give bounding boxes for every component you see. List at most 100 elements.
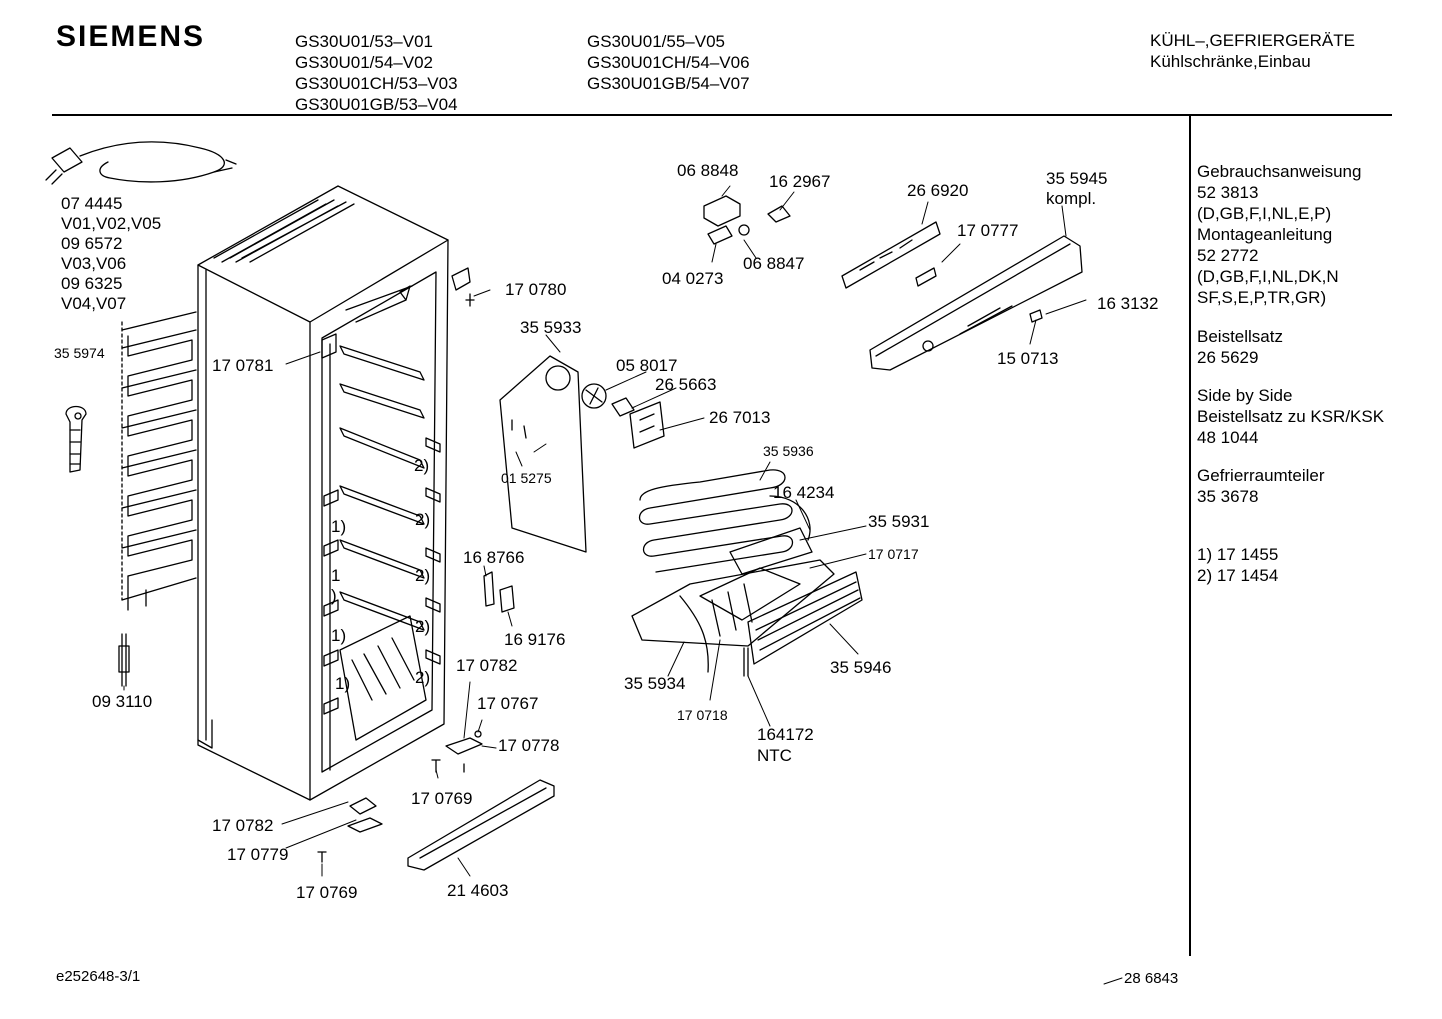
- part-label: 35 5945: [1046, 169, 1108, 188]
- cable-label-list: 07 4445 V01,V02,V05 09 6572 V03,V06 09 6…: [61, 194, 161, 314]
- sidebar-block-footnotes: 1) 17 1455 2) 17 1454: [1197, 544, 1278, 586]
- model-list-2: GS30U01/55–V05 GS30U01CH/54–V06 GS30U01G…: [587, 31, 750, 94]
- sidebar-line: 48 1044: [1197, 428, 1259, 447]
- part-label: 17 0769: [411, 789, 473, 808]
- part-label: 04 0273: [662, 269, 724, 288]
- leader-lines: [123, 185, 1123, 985]
- part-label: 05 8017: [616, 356, 678, 375]
- part-label: 16 3132: [1097, 294, 1159, 313]
- part-label: 16 2967: [769, 172, 831, 191]
- part-label: 15 0713: [997, 349, 1059, 368]
- part-label: 17 0779: [227, 845, 289, 864]
- shelf-mark: 1): [335, 674, 351, 693]
- sidebar-block-side-by-side: Side by Side Beistellsatz zu KSR/KSK 48 …: [1197, 385, 1384, 448]
- part-label: 21 4603: [447, 881, 509, 900]
- part-label: 09 3110: [92, 692, 153, 711]
- drain-hose-icon: [65, 405, 87, 473]
- power-cable-icon: [45, 141, 237, 185]
- part-label: 01 5275: [501, 470, 552, 486]
- part-label: 35 5933: [520, 318, 582, 337]
- model-item: GS30U01CH/54–V06: [587, 53, 750, 72]
- shelf-mark: 1): [331, 626, 347, 645]
- shelf-mark: 1): [331, 517, 347, 536]
- category-heading: KÜHL–,GEFRIERGERÄTE Kühlschränke,Einbau: [1150, 30, 1355, 72]
- part-label: 16 9176: [504, 630, 566, 649]
- part-label: 35 5936: [763, 443, 814, 459]
- sidebar-line: 1) 17 1455: [1197, 545, 1279, 564]
- brand-logo: SIEMENS: [56, 20, 206, 53]
- part-label: 17 0781: [212, 356, 274, 375]
- shelf-mark: 2): [415, 617, 431, 636]
- part-label: 164172: [757, 725, 814, 744]
- part-label: 06 8847: [743, 254, 805, 273]
- sidebar-line: Gefrierraumteiler: [1197, 466, 1325, 485]
- page-reference: 28 6843: [1124, 970, 1179, 987]
- sidebar-divider: [1189, 114, 1191, 956]
- condenser-coil-icon: [121, 311, 197, 611]
- shelf-mark: 2): [415, 668, 431, 687]
- shelf-mark: 2): [415, 510, 431, 529]
- cable-label: V01,V02,V05: [61, 214, 162, 233]
- sidebar-line: Gebrauchsanweisung: [1197, 162, 1362, 181]
- part-label: 06 8848: [677, 161, 739, 180]
- shelf-mark: 2): [415, 566, 431, 585]
- cable-label: V03,V06: [61, 254, 127, 273]
- part-label: 17 0782: [456, 656, 518, 675]
- part-label: 35 5946: [830, 658, 892, 677]
- sidebar-line: Beistellsatz zu KSR/KSK: [1197, 407, 1385, 426]
- part-label: 35 5934: [624, 674, 686, 693]
- model-item: GS30U01GB/54–V07: [587, 74, 750, 93]
- sidebar-line: 35 3678: [1197, 487, 1259, 506]
- sidebar-line: 52 3813: [1197, 183, 1259, 202]
- cabinet-body-icon: [197, 185, 475, 801]
- sidebar-line: (D,GB,F,I,NL,DK,N: [1197, 267, 1339, 286]
- sidebar-line: (D,GB,F,I,NL,E,P): [1197, 204, 1332, 223]
- model-item: GS30U01GB/53–V04: [295, 95, 458, 114]
- part-label: 16 4234: [773, 483, 835, 502]
- model-item: GS30U01/53–V01: [295, 32, 433, 51]
- capillary-tube-icon: [118, 633, 130, 687]
- category-line: Kühlschränke,Einbau: [1150, 52, 1311, 71]
- evaporator-plate-icon: [499, 355, 587, 553]
- sidebar-line: 52 2772: [1197, 246, 1259, 265]
- document-id: e252648-3/1: [56, 968, 141, 985]
- part-label: 17 0778: [498, 736, 560, 755]
- clip-parts-icon: [483, 571, 515, 613]
- shelf-mark: ): [331, 586, 337, 605]
- thermostat-knob-icon: [581, 383, 665, 449]
- sidebar-line: Side by Side: [1197, 386, 1293, 405]
- sidebar-line: SF,S,E,P,TR,GR): [1197, 288, 1327, 307]
- cable-label: 07 4445: [61, 194, 123, 213]
- lamp-holder-icon: [703, 195, 791, 245]
- shelf-mark: 2): [414, 456, 430, 475]
- part-label: 16 8766: [463, 548, 525, 567]
- part-label: 17 0767: [477, 694, 539, 713]
- sidebar-line: 26 5629: [1197, 348, 1259, 367]
- hinge-parts-icon: [317, 730, 483, 863]
- part-label: 17 0777: [957, 221, 1019, 240]
- part-label: 17 0769: [296, 883, 358, 902]
- base-plate-icon: [407, 779, 555, 871]
- part-label: 26 7013: [709, 408, 771, 427]
- part-label: 35 5931: [868, 512, 930, 531]
- shelf-mark: 1: [331, 566, 341, 585]
- cooling-coil-icon: [638, 469, 813, 575]
- cable-label: 09 6325: [61, 274, 123, 293]
- part-label: 17 0782: [212, 816, 274, 835]
- model-item: GS30U01CH/53–V03: [295, 74, 458, 93]
- cable-label: 09 6572: [61, 234, 123, 253]
- sidebar-block-manuals: Gebrauchsanweisung 52 3813 (D,GB,F,I,NL,…: [1197, 161, 1361, 308]
- part-label: kompl.: [1046, 189, 1097, 208]
- header-divider: [52, 114, 1392, 116]
- model-item: GS30U01/54–V02: [295, 53, 433, 72]
- part-label: 26 5663: [655, 375, 717, 394]
- control-board-icon: [841, 221, 941, 289]
- part-label: 35 5974: [54, 345, 105, 361]
- sidebar-block-divider-part: Gefrierraumteiler 35 3678: [1197, 465, 1325, 507]
- sidebar-block-beistellsatz: Beistellsatz 26 5629: [1197, 326, 1283, 368]
- category-line: KÜHL–,GEFRIERGERÄTE: [1150, 31, 1355, 50]
- sidebar-line: 2) 17 1454: [1197, 566, 1279, 585]
- freezer-tray-icon: [631, 559, 863, 677]
